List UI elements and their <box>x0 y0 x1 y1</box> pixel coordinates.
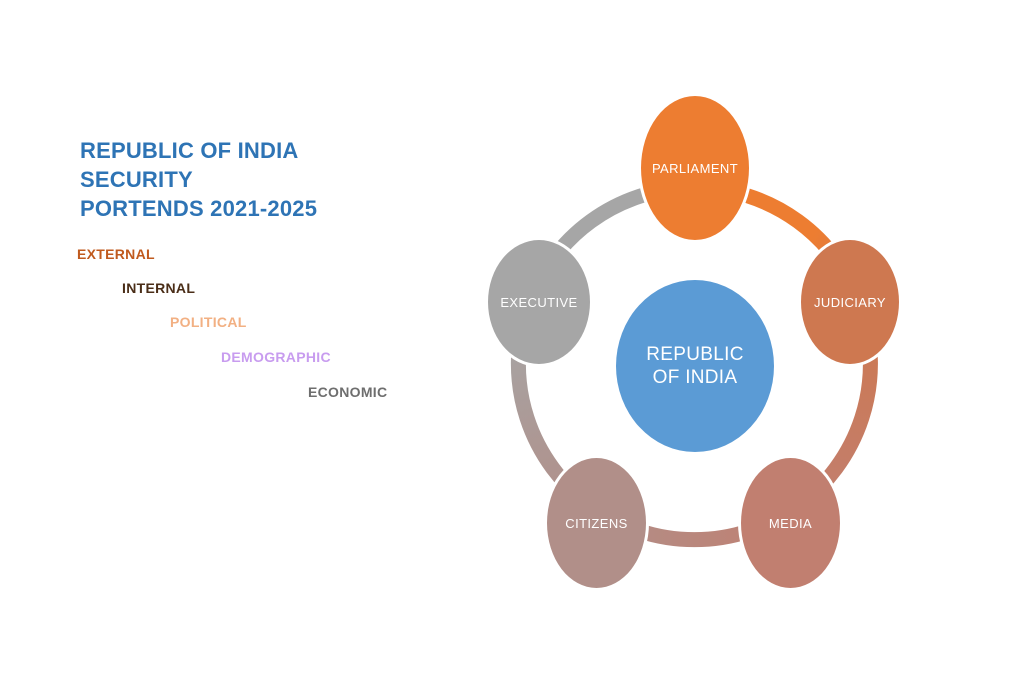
node-citizens: CITIZENS <box>544 455 649 591</box>
node-judiciary: JUDICIARY <box>798 237 902 367</box>
center-label-line1: REPUBLIC <box>646 344 744 365</box>
center-label-line2: OF INDIA <box>652 367 738 388</box>
node-parliament-label: PARLIAMENT <box>651 160 739 176</box>
slide-title: REPUBLIC OF INDIA SECURITY PORTENDS 2021… <box>80 136 410 223</box>
category-demographic: DEMOGRAPHIC <box>221 349 331 365</box>
category-external: EXTERNAL <box>77 246 155 262</box>
node-executive-label: EXECUTIVE <box>500 294 578 310</box>
node-parliament: PARLIAMENT <box>638 93 752 243</box>
category-political: POLITICAL <box>170 314 247 330</box>
node-media: MEDIA <box>738 455 843 591</box>
node-media-label: MEDIA <box>768 515 813 531</box>
node-center-republic-of-india: REPUBLIC OF INDIA <box>616 280 774 452</box>
slide-title-line1: REPUBLIC OF INDIA SECURITY <box>80 138 298 192</box>
slide-title-line2: PORTENDS 2021-2025 <box>80 196 318 221</box>
node-judiciary-label: JUDICIARY <box>814 294 886 310</box>
node-citizens-label: CITIZENS <box>565 515 628 531</box>
node-executive: EXECUTIVE <box>485 237 593 367</box>
category-economic: ECONOMIC <box>308 384 388 400</box>
category-internal: INTERNAL <box>122 280 196 296</box>
